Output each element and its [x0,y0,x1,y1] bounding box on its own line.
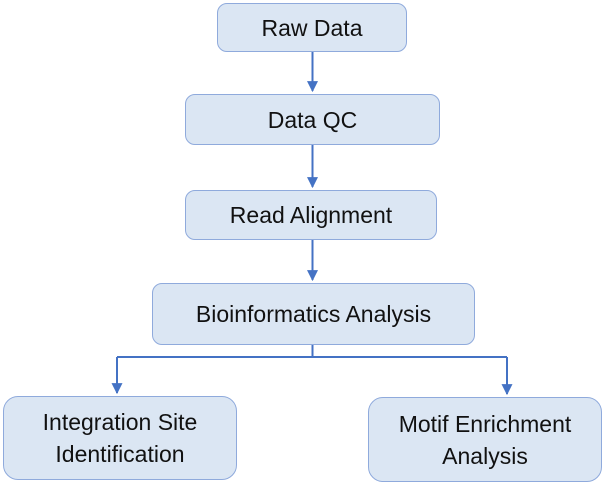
node-bioinformatics-analysis-label: Bioinformatics Analysis [195,301,432,327]
node-integration-site-identification: Integration Site Identification [3,396,237,480]
node-integration-site-label-line1: Integration Site [42,409,198,435]
node-raw-data-label: Raw Data [261,14,363,41]
node-data-qc-label: Data QC [267,106,358,133]
node-motif-enrichment-label-line1: Motif Enrichment [398,410,572,437]
node-integration-site-label-line2: Identification [55,441,185,467]
node-bioinformatics-analysis: Bioinformatics Analysis [152,283,475,345]
node-motif-enrichment-label-line2: Analysis [442,442,528,469]
node-raw-data: Raw Data [217,3,407,52]
node-data-qc: Data QC [185,94,440,145]
node-read-alignment-label: Read Alignment [229,202,393,228]
node-motif-enrichment-analysis: Motif Enrichment Analysis [368,397,602,482]
node-read-alignment: Read Alignment [185,190,437,240]
